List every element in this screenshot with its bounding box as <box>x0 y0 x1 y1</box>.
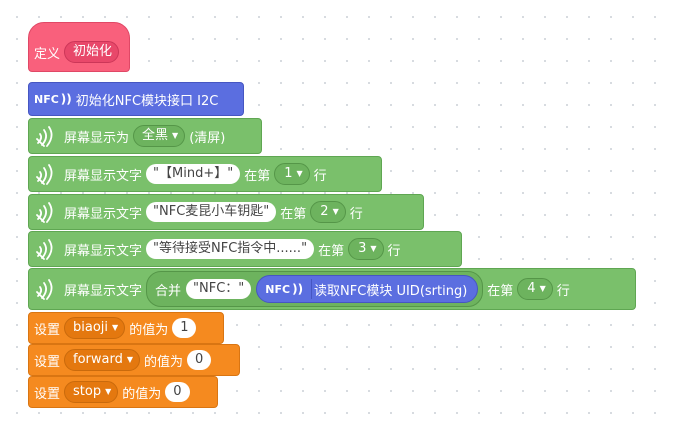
nfc-init-label: 初始化NFC模块接口 I2C <box>75 93 219 109</box>
screen-show-suffix: (清屏) <box>189 130 226 146</box>
line-number-dropdown[interactable]: 4▼ <box>517 278 553 300</box>
screen-clear-block[interactable]: 屏幕显示为 全黑▼ (清屏) <box>28 118 262 154</box>
join-label: 合并 <box>155 283 182 299</box>
oled-signal-icon <box>36 164 53 185</box>
chevron-down-icon: ▼ <box>332 207 339 216</box>
row-label: 行 <box>349 206 363 222</box>
oled-signal-icon <box>36 126 53 147</box>
text-input[interactable]: "NFC麦昆小车钥匙" <box>146 202 277 222</box>
set-variable-block[interactable]: 设置 forward▼ 的值为 0 <box>28 344 240 376</box>
screen-text-label: 屏幕显示文字 <box>64 283 143 299</box>
screen-mode-dropdown[interactable]: 全黑▼ <box>133 125 186 147</box>
nfc-read-uid-block[interactable]: NFC)) 读取NFC模块 UID(srting) <box>256 275 479 303</box>
screen-text-join-block[interactable]: 屏幕显示文字 合并 "NFC：" NFC)) 读取NFC模块 UID(srtin… <box>28 268 636 310</box>
screen-text-block[interactable]: 屏幕显示文字 "【Mind+】" 在第 1▼ 行 <box>28 156 382 192</box>
set-variable-block[interactable]: 设置 stop▼ 的值为 0 <box>28 376 218 408</box>
row-label: 行 <box>556 283 570 299</box>
chevron-down-icon: ▼ <box>296 169 303 178</box>
row-label: 行 <box>313 168 327 184</box>
nfc-wave-icon: )) <box>60 92 72 106</box>
chevron-down-icon: ▼ <box>126 355 134 364</box>
set-label: 设置 <box>34 322 61 338</box>
variable-dropdown[interactable]: forward▼ <box>64 349 141 371</box>
chevron-down-icon: ▼ <box>370 244 377 253</box>
at-line-label: 在第 <box>318 243 345 259</box>
line-number-dropdown[interactable]: 3▼ <box>348 238 384 260</box>
nfc-read-label: 读取NFC模块 UID(srting) <box>314 283 468 299</box>
line-number-dropdown[interactable]: 2▼ <box>310 201 346 223</box>
set-variable-block[interactable]: 设置 biaoji▼ 的值为 1 <box>28 312 224 344</box>
row-label: 行 <box>387 243 401 259</box>
oled-signal-icon <box>36 239 53 260</box>
oled-signal-icon <box>36 279 53 300</box>
nfc-tag: NFC)) <box>265 282 304 296</box>
define-label: 定义 <box>34 46 61 62</box>
value-of-label: 的值为 <box>129 322 169 338</box>
nfc-wave-icon: )) <box>292 282 304 296</box>
divider <box>311 279 313 299</box>
screen-show-label: 屏幕显示为 <box>64 130 130 146</box>
screen-text-block[interactable]: 屏幕显示文字 "NFC麦昆小车钥匙" 在第 2▼ 行 <box>28 194 424 230</box>
join-first-input[interactable]: "NFC：" <box>186 279 252 299</box>
value-of-label: 的值为 <box>122 386 162 402</box>
variable-dropdown[interactable]: biaoji▼ <box>64 317 126 339</box>
chevron-down-icon: ▼ <box>172 131 179 140</box>
at-line-label: 在第 <box>280 206 307 222</box>
chevron-down-icon: ▼ <box>539 284 546 293</box>
screen-text-label: 屏幕显示文字 <box>64 243 143 259</box>
procedure-name[interactable]: 初始化 <box>64 41 120 63</box>
screen-text-label: 屏幕显示文字 <box>64 168 143 184</box>
at-line-label: 在第 <box>244 168 271 184</box>
define-block[interactable]: 定义 初始化 <box>28 22 130 72</box>
text-input[interactable]: "等待接受NFC指令中......" <box>146 239 315 259</box>
chevron-down-icon: ▼ <box>112 323 119 332</box>
nfc-tag: NFC)) <box>34 92 72 106</box>
oled-signal-icon <box>36 202 53 223</box>
value-input[interactable]: 0 <box>165 382 190 402</box>
value-input[interactable]: 0 <box>187 350 212 370</box>
at-line-label: 在第 <box>487 283 514 299</box>
set-label: 设置 <box>34 354 61 370</box>
chevron-down-icon: ▼ <box>105 387 112 396</box>
nfc-init-block[interactable]: NFC)) 初始化NFC模块接口 I2C <box>28 82 244 116</box>
screen-text-block[interactable]: 屏幕显示文字 "等待接受NFC指令中......" 在第 3▼ 行 <box>28 231 462 267</box>
line-number-dropdown[interactable]: 1▼ <box>274 163 310 185</box>
join-block[interactable]: 合并 "NFC：" NFC)) 读取NFC模块 UID(srting) <box>146 271 484 307</box>
variable-dropdown[interactable]: stop▼ <box>64 381 119 403</box>
screen-text-label: 屏幕显示文字 <box>64 206 143 222</box>
set-label: 设置 <box>34 386 61 402</box>
value-input[interactable]: 1 <box>172 318 197 338</box>
procedure-name-text: 初始化 <box>73 44 113 59</box>
value-of-label: 的值为 <box>144 354 184 370</box>
text-input[interactable]: "【Mind+】" <box>146 164 241 184</box>
